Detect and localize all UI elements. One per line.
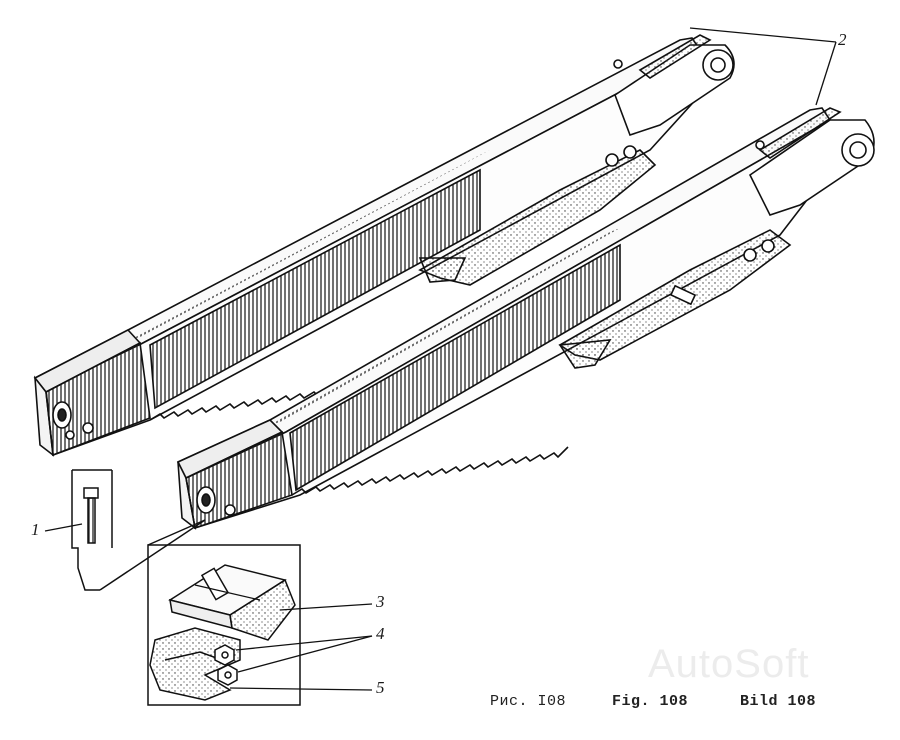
callout-1: 1 [31, 520, 40, 539]
upper-rail-beam [33, 34, 735, 457]
lower-ribbed-panel [289, 243, 621, 492]
lower-rail-beam [176, 107, 875, 530]
lower-side-pin [669, 284, 697, 306]
lower-serrated-edge [291, 446, 569, 496]
bolt-detail [71, 469, 113, 591]
caption-russian: Рис. I08 [490, 693, 567, 710]
upper-hinge-fork [605, 34, 735, 167]
upper-end-cap [33, 329, 151, 457]
nut-detail [214, 644, 238, 686]
clamp-plate [168, 564, 296, 641]
caption-english: Fig. 108 [612, 693, 689, 710]
detail-leader-lines [99, 519, 301, 706]
watermark-text: AutoSoft [648, 642, 810, 686]
callout-2: 2 [838, 30, 847, 49]
callout-5: 5 [376, 678, 385, 697]
callout-4: 4 [376, 624, 385, 643]
caption-german: Bild 108 [740, 693, 817, 710]
callout-leaders [44, 27, 837, 691]
callout-3: 3 [376, 592, 385, 611]
lower-hinge-fork [743, 107, 875, 262]
l-bracket-plate [149, 627, 241, 701]
upper-ribbed-panel [149, 168, 481, 410]
lower-end-cap [176, 419, 293, 530]
